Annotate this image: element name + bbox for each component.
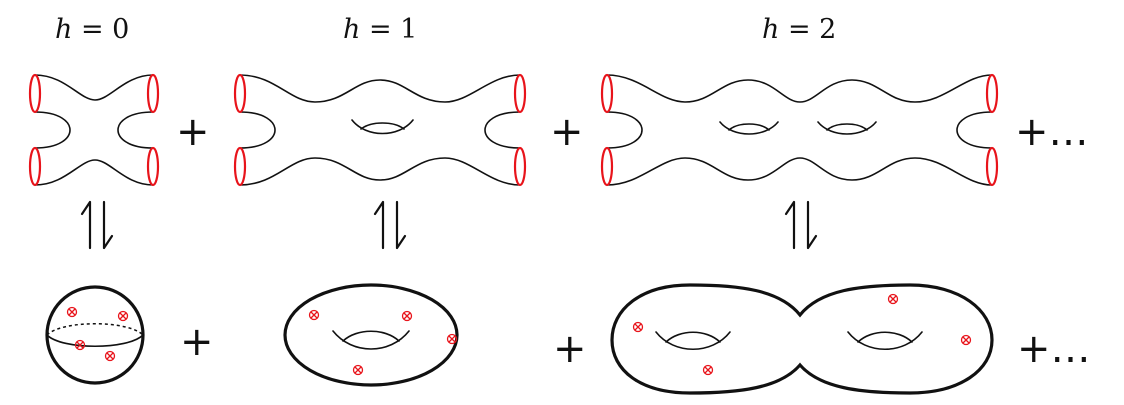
- insertion-icon: [401, 310, 413, 322]
- boundary-circles-h2: [600, 73, 999, 187]
- torus-h1: [283, 283, 459, 387]
- insertions-torus: [308, 309, 458, 376]
- insertion-icon: [66, 306, 78, 318]
- insertion-icon: [104, 350, 116, 362]
- plus-top-2: +: [550, 109, 584, 155]
- genus-label-h2-eq: = 2: [779, 14, 836, 45]
- plus-bottom-1: +: [180, 319, 214, 365]
- insertion-icon: [632, 321, 644, 333]
- insertion-icon: [960, 334, 972, 346]
- surface-h2: [606, 74, 993, 186]
- insertions-sphere: [66, 306, 129, 362]
- genus-label-h1-var: h: [343, 14, 360, 45]
- duality-arrows-h0: [80, 200, 114, 250]
- plus-ellipsis-top: +…: [1015, 109, 1089, 155]
- insertion-icon: [887, 293, 899, 305]
- genus-label-h0-eq: = 0: [72, 14, 129, 45]
- sphere-h0: [45, 285, 145, 385]
- insertion-icon: [446, 333, 458, 345]
- insertion-icon: [702, 364, 714, 376]
- genus-label-h1: h = 1: [343, 14, 417, 45]
- insertion-icon: [352, 364, 364, 376]
- insertions-double-torus: [632, 293, 972, 376]
- surface-h0: [34, 74, 154, 186]
- insertion-icon: [308, 309, 320, 321]
- genus-label-h2: h = 2: [762, 14, 836, 45]
- genus-label-h0: h = 0: [55, 14, 129, 45]
- surface-h1: [239, 74, 521, 186]
- duality-arrows-h2: [784, 200, 818, 250]
- genus-label-h2-var: h: [762, 14, 779, 45]
- insertion-icon: [74, 339, 86, 351]
- insertion-icon: [117, 310, 129, 322]
- genus-label-h0-var: h: [55, 14, 72, 45]
- plus-top-1: +: [176, 109, 210, 155]
- double-torus-h2: [610, 283, 994, 395]
- plus-bottom-2: +: [553, 326, 587, 372]
- plus-ellipsis-bottom: +…: [1017, 326, 1091, 372]
- boundary-circles-h1: [233, 73, 527, 187]
- duality-arrows-h1: [373, 200, 407, 250]
- boundary-circles-h0: [28, 73, 160, 187]
- genus-label-h1-eq: = 1: [360, 14, 417, 45]
